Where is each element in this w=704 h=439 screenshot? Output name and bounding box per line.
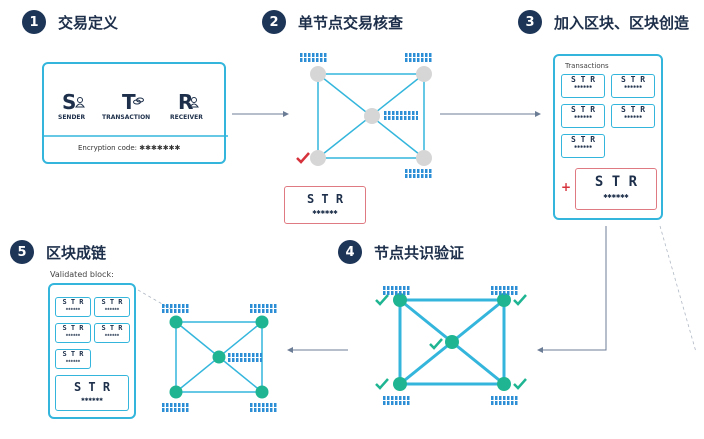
node — [393, 293, 407, 307]
step-5: 5 区块成链 — [10, 240, 106, 264]
receiver-letter: R — [178, 90, 194, 114]
str-item: S T R✱✱✱✱✱✱ — [561, 74, 605, 98]
step-title: 交易定义 — [58, 13, 119, 32]
step-4: 4 节点共识验证 — [338, 240, 464, 264]
str-item: S T R✱✱✱✱✱✱ — [611, 74, 655, 98]
role-icons — [44, 97, 228, 137]
str-item: S T R✱✱✱✱✱✱ — [94, 297, 130, 317]
check-icon — [375, 378, 389, 390]
network-step-2 — [296, 66, 432, 166]
step-1: 1 交易定义 — [22, 10, 118, 34]
node — [416, 66, 432, 82]
transactions-label: Transactions — [565, 62, 609, 70]
str-item: S T R✱✱✱✱✱✱ — [55, 349, 91, 369]
str-stars: ✱✱✱✱✱✱ — [312, 208, 338, 216]
step-number: 2 — [262, 10, 286, 34]
plus-icon: + — [561, 180, 572, 194]
str-item: S T R✱✱✱✱✱✱ — [94, 323, 130, 343]
transaction-label: TRANSACTION — [102, 114, 151, 121]
sender-label: SENDER — [58, 114, 86, 121]
block-card: Transactions S T R✱✱✱✱✱✱ S T R✱✱✱✱✱✱ S T… — [553, 54, 663, 220]
step-3: 3 加入区块、区块创造 — [518, 10, 689, 34]
dotted-guide — [137, 289, 177, 313]
node — [212, 350, 226, 364]
str-item: S T R✱✱✱✱✱✱ — [561, 134, 605, 158]
step-number: 3 — [518, 10, 542, 34]
str-item: S T R✱✱✱✱✱✱ — [561, 104, 605, 128]
step-title: 加入区块、区块创造 — [554, 13, 690, 32]
step-title: 单节点交易核查 — [298, 13, 404, 32]
dotted-guide — [659, 225, 697, 353]
node — [169, 385, 183, 399]
check-icon — [296, 152, 310, 164]
str-item: S T R✱✱✱✱✱✱ — [55, 323, 91, 343]
new-str-item: S T R✱✱✱✱✱✱ — [575, 168, 657, 210]
person-icon — [77, 97, 83, 103]
check-icon — [513, 294, 527, 306]
transaction-str-card: S T R ✱✱✱✱✱✱ — [284, 186, 366, 224]
person-icon-body — [75, 103, 85, 108]
step-number: 5 — [10, 240, 34, 264]
node — [497, 293, 511, 307]
node — [497, 377, 511, 391]
str-item: S T R✱✱✱✱✱✱ — [55, 297, 91, 317]
node — [364, 108, 380, 124]
block-bars — [162, 53, 518, 412]
step-title: 节点共识验证 — [374, 243, 465, 262]
node — [255, 315, 269, 329]
new-str-item: S T R✱✱✱✱✱✱ — [55, 375, 129, 411]
check-icon — [513, 378, 527, 390]
transaction-card: S T R SENDER TRANSACTION RECEIVER Encryp… — [42, 62, 228, 164]
arrow-3-4 — [537, 226, 607, 353]
str-letters: S T R — [306, 192, 344, 206]
step-number: 4 — [338, 240, 362, 264]
node — [310, 66, 326, 82]
str-item: S T R✱✱✱✱✱✱ — [611, 104, 655, 128]
encryption-code: Encryption code: ✱✱✱✱✱✱✱ — [78, 144, 181, 152]
network-step-4 — [375, 293, 527, 391]
node — [445, 335, 459, 349]
sender-letter: S — [62, 90, 77, 114]
node — [255, 385, 269, 399]
check-icon — [429, 338, 443, 350]
node — [310, 150, 326, 166]
step-2: 2 单节点交易核查 — [262, 10, 403, 34]
step-number: 1 — [22, 10, 46, 34]
receiver-label: RECEIVER — [170, 114, 203, 121]
node — [393, 377, 407, 391]
network-step-5 — [169, 315, 269, 399]
check-icon — [375, 294, 389, 306]
node — [416, 150, 432, 166]
validated-block-card: S T R✱✱✱✱✱✱ S T R✱✱✱✱✱✱ S T R✱✱✱✱✱✱ S T … — [48, 283, 136, 419]
step-title: 区块成链 — [46, 243, 107, 262]
transaction-letter: T — [122, 90, 136, 114]
person-icon — [191, 97, 197, 103]
validated-label: Validated block: — [50, 270, 114, 279]
node — [169, 315, 183, 329]
